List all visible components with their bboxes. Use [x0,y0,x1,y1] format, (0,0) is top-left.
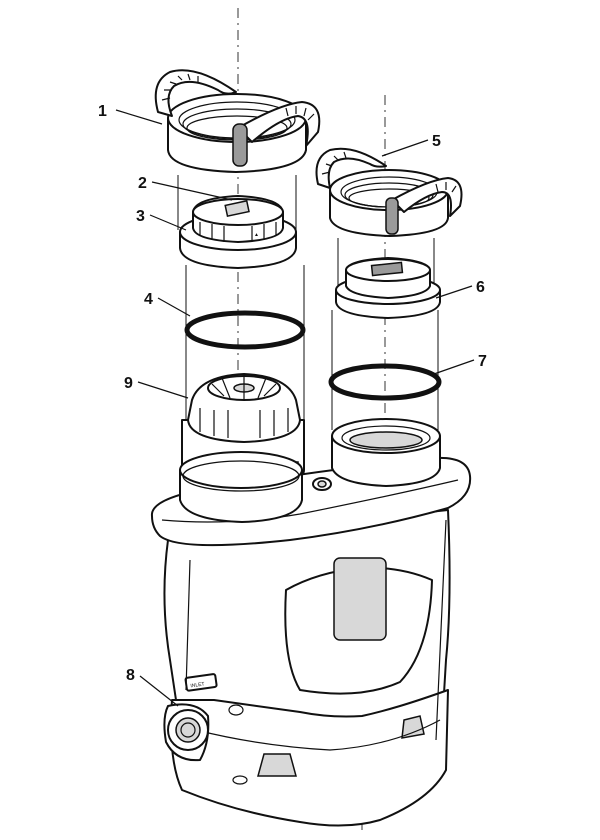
leader-lines [115,109,475,707]
callout-8: 8 [126,667,135,684]
callout-5: 5 [432,133,441,150]
lid-mark: ▲ [254,232,259,238]
part-5-ring-nut [315,147,463,237]
callout-6: 6 [476,279,485,296]
callout-4: 4 [144,291,153,308]
inlet-label: INLET [190,681,205,689]
callout-9: 9 [124,375,133,392]
part-6-cap [335,257,441,319]
part-1-ring-nut [154,69,321,173]
pump-body: INLET [150,418,472,827]
part-4-o-ring [184,310,306,350]
callout-1: 1 [98,103,107,120]
callout-3: 3 [136,208,145,225]
part-2-3-lid: ▲ [179,195,297,269]
part-7-o-ring [328,363,442,401]
callout-7: 7 [478,353,487,370]
callout-numbers: 1 2 3 4 5 6 7 8 9 [98,103,487,684]
callout-2: 2 [138,175,147,192]
